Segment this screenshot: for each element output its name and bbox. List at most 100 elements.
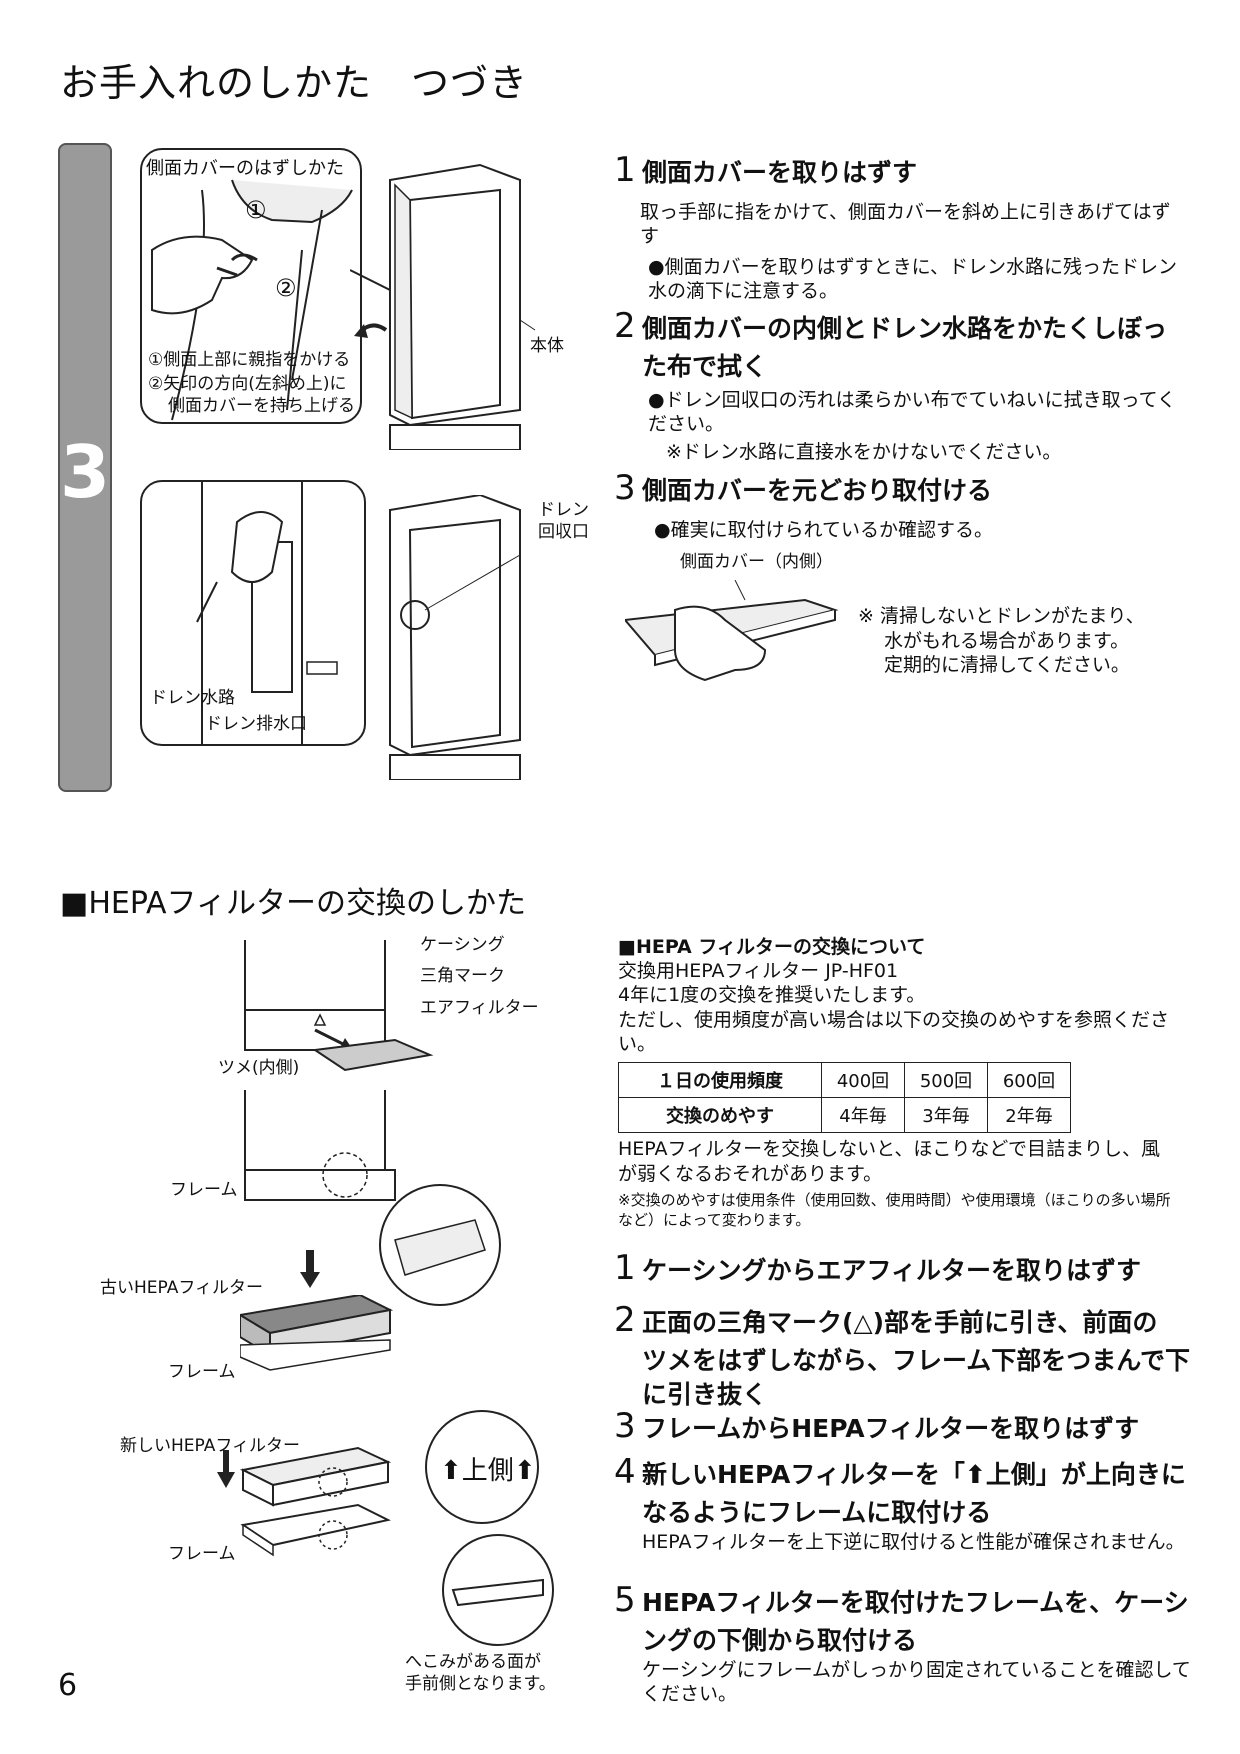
hepa-warning: HEPAフィルターを交換しないと、ほこりなどで目詰まりし、風が弱くなるおそれがあ… [618,1138,1161,1185]
down-arrow-icon-2 [217,1450,235,1488]
frame-label-1: フレーム [170,1180,238,1200]
air-filter-label: エアフィルター [420,998,539,1018]
table-cell: 600回 [987,1062,1071,1099]
tab-inner-label: ツメ(内側) [218,1058,300,1078]
casing-label: ケーシング [420,935,505,955]
step-title-line2: なるようにフレームに取付ける [642,1497,992,1527]
step-title: フレームからHEPAフィルターを取りはずす [642,1414,1140,1443]
table-cell: １日の使用頻度 [618,1062,822,1099]
step-title-line3: に引き抜く [642,1379,768,1409]
step-title-line1: 正面の三角マーク(△)部を手前に引き、前面の [642,1308,1158,1337]
frame-label-3: フレーム [168,1544,236,1564]
hepa-info: ■HEPA フィルターの交換について 交換用HEPAフィルター JP-HF01 … [618,932,1178,1230]
step-title: 側面カバーを取りはずす [642,158,918,187]
inset-note-2b: 側面カバーを持ち上げる [168,396,355,416]
cleaning-note-line-1: ※ 清掃しないとドレンがたまり、 [858,605,1145,627]
section-tab [58,143,112,792]
table-cell: 500回 [904,1062,988,1099]
step-bullet: ●側面カバーを取りはずすときに、ドレン水路に残ったドレン水の滴下に注意する。 [648,255,1178,302]
hand-dryer-illustration-2 [389,495,521,780]
body-label: 本体 [530,336,564,356]
table-row: 交換のめやす 4年毎 3年毎 2年毎 [618,1097,1071,1134]
triangle-mark-label: 三角マーク [420,966,505,986]
wiping-drain-illustration [196,482,338,744]
inset-figure-remove-cover [140,148,362,424]
step-title-line2: ツメをはずしながら、フレーム下部をつまんで下 [642,1345,1191,1375]
step-number: 2 [614,306,636,346]
dent-note-1: へこみがある面が [405,1652,541,1672]
table-cell: 400回 [821,1062,905,1099]
up-arrow-icon: ⬆ [440,1456,462,1486]
step-bullet: ●確実に取付けられているか確認する。 [654,518,994,541]
hepa-small-note: ※交換のめやすは使用条件（使用回数、使用時間）や使用環境（ほこりの多い場所など）… [618,1190,1171,1230]
section-tab-number: 3 [59,430,111,514]
new-hepa-frame-illustration [239,1446,554,1646]
drain-path-label: ドレン水路 [150,688,235,708]
inset-note-2a: ②矢印の方向(左斜め上)に [148,374,347,394]
drain-return-label-2: 回収口 [538,522,589,542]
inset-figure-wipe-drain [140,480,366,746]
step-number: 5 [614,1580,636,1620]
drain-outlet-label: ドレン排水口 [205,714,307,734]
hepa-info-line1: 交換用HEPAフィルター JP-HF01 [618,960,899,982]
step-title-line2: ングの下側から取付ける [642,1625,918,1655]
inset-note-1: ①側面上部に親指をかける [148,350,351,370]
table-cell: 交換のめやす [618,1097,822,1134]
cleaning-note-line-3: 定期的に清掃してください。 [884,654,1130,677]
step-body: 取っ手部に指をかけて、側面カバーを斜め上に引きあげてはずす [640,200,1171,248]
up-side-callout [425,1410,539,1524]
step-number: 4 [614,1452,636,1492]
page-title: お手入れのしかた つづき [60,61,529,105]
step-title-line1: 側面カバーの内側とドレン水路をかたくしぼっ [642,314,1168,343]
step-number: 3 [614,1406,636,1446]
step-body: ケーシングにフレームがしっかり固定されていることを確認してください。 [642,1658,1191,1705]
table-row: １日の使用頻度 400回 500回 600回 [618,1062,1071,1099]
circle-number-2: ② [275,274,297,302]
step-body: HEPAフィルターを上下逆に取付けると性能が確保されません。 [642,1530,1185,1553]
cleaning-note: ※ 清掃しないとドレンがたまり、 水がもれる場合があります。 定期的に清掃してく… [858,604,1145,678]
dent-note-2: 手前側となります。 [405,1674,556,1694]
step-title-line2: た布で拭く [642,351,768,381]
old-hepa-filter-illustration [240,1295,394,1371]
wiping-cover-illustration [625,580,839,682]
old-hepa-label: 古いHEPAフィルター [100,1278,263,1298]
casing-air-filter-illustration [244,940,434,1072]
hand-dryer-illustration-1 [350,163,536,450]
step-title: ケーシングからエアフィルターを取りはずす [642,1256,1142,1285]
drain-return-label-1: ドレン [538,500,589,520]
step-number: 1 [614,1248,636,1288]
step-title-line1: 新しいHEPAフィルターを「⬆上側」が上向きに [642,1460,1186,1489]
step-number: 2 [614,1300,636,1340]
new-hepa-label: 新しいHEPAフィルター [120,1436,300,1456]
down-arrow-icon [300,1250,320,1288]
hepa-info-heading: ■HEPA フィルターの交換について [618,936,926,958]
table-cell: 4年毎 [821,1097,905,1134]
frame-label-2: フレーム [168,1362,236,1382]
step-title-line1: HEPAフィルターを取付けたフレームを、ケーシ [642,1588,1189,1617]
cover-inner-label: 側面カバー（内側） [680,552,833,572]
table-cell: 2年毎 [987,1097,1071,1134]
up-arrow-icon-2: ⬆ [513,1456,536,1486]
table-cell: 3年毎 [904,1097,988,1134]
inset-title: 側面カバーのはずしかた [146,158,344,179]
up-side-label: ⬆上側⬆ [440,1450,536,1487]
circle-number-1: ① [245,196,267,224]
step-title: 側面カバーを元どおり取付ける [642,476,993,505]
step-bullet: ●ドレン回収口の汚れは柔らかい布でていねいに拭き取ってください。 [648,388,1177,435]
step-number: 3 [614,468,636,508]
cleaning-note-line-2: 水がもれる場合があります。 [884,629,1130,652]
hand-lifting-cover-illustration [151,179,353,421]
hepa-section-title: ■HEPAフィルターの交換のしかた [60,886,526,921]
step-number: 1 [614,150,636,190]
frame-removal-illustration [244,1090,501,1306]
up-side-text: 上側 [461,1456,514,1486]
page-number: 6 [58,1668,78,1703]
